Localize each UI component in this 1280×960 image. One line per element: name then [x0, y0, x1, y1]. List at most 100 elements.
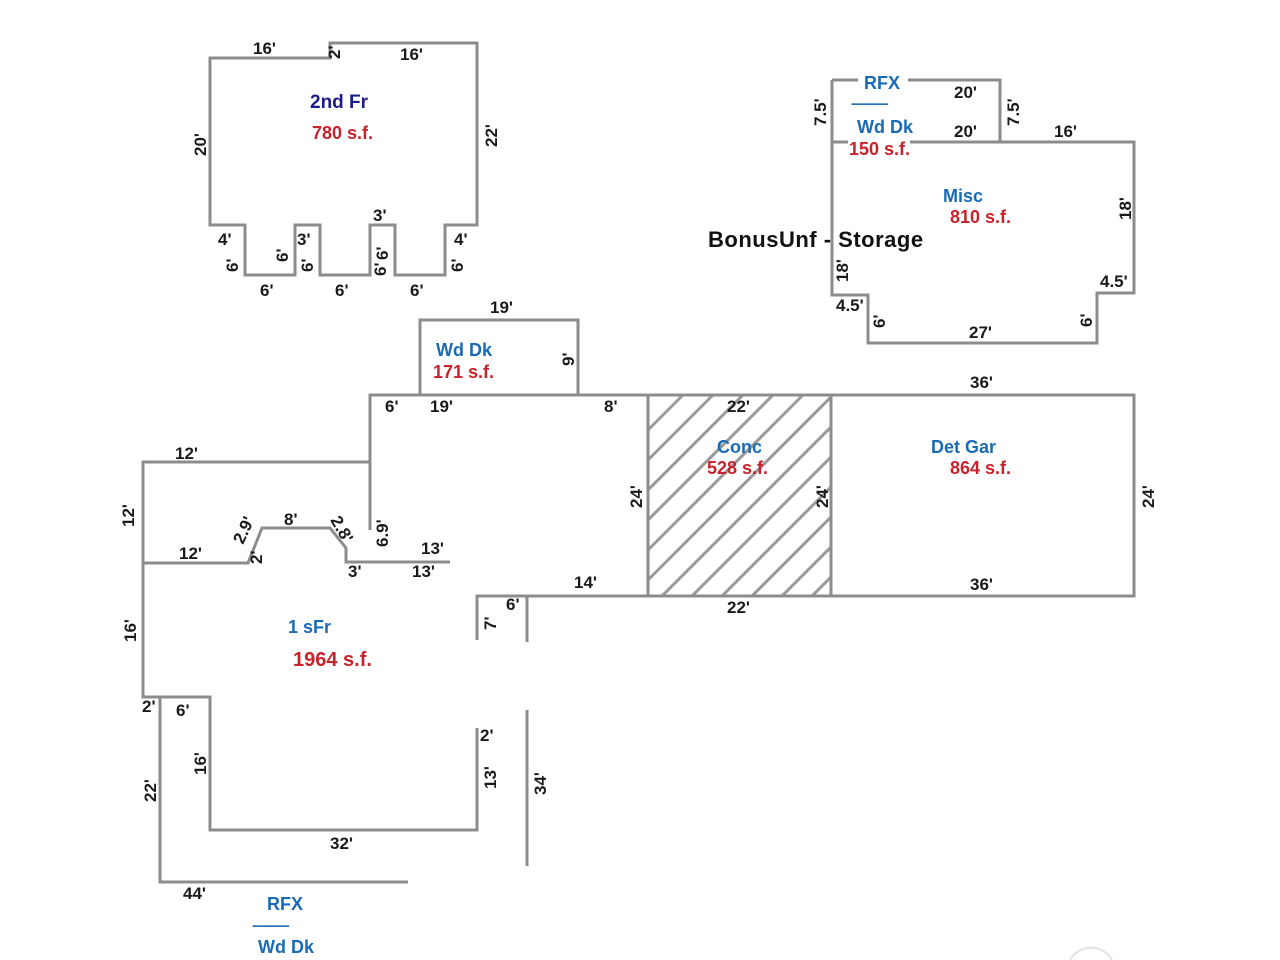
misc-outline: [830, 80, 1136, 345]
concrete-section: Conc 528 s.f. 22' 24' 24' 22': [627, 393, 833, 617]
dim-label: 13': [412, 562, 435, 581]
corner-watermark-arc: [1069, 946, 1113, 960]
dim-label: 3': [373, 206, 387, 225]
dim-label: 4.5': [1100, 272, 1128, 291]
rfx-top-label: RFX: [864, 73, 900, 93]
dim-label: 2.8': [327, 513, 357, 546]
dim-label: 4': [454, 230, 468, 249]
dim-label: 24': [1139, 485, 1158, 508]
dim-label: 7.5': [1004, 98, 1023, 126]
bonus-storage-label: BonusUnf - Storage: [708, 227, 924, 252]
rfx-bottom-label: RFX: [267, 894, 303, 914]
dim-label: 12': [119, 504, 138, 527]
dim-label: 2': [247, 551, 266, 565]
dim-label: 4.5': [836, 296, 864, 315]
dim-label: 18': [833, 259, 852, 282]
misc-area: 810 s.f.: [950, 207, 1011, 227]
dim-label: 3': [297, 230, 311, 249]
dim-label: 6': [260, 281, 274, 300]
dim-label: 14': [574, 573, 597, 592]
dim-label: 24': [627, 485, 646, 508]
dim-label: 2': [325, 46, 344, 60]
det-gar-area: 864 s.f.: [950, 458, 1011, 478]
dim-label: 16': [400, 45, 423, 64]
dim-label: 16': [1054, 122, 1077, 141]
dim-label: 8': [284, 510, 298, 529]
dim-label: 19': [490, 298, 513, 317]
dim-label: 32': [330, 834, 353, 853]
dim-label: 20': [191, 133, 210, 156]
dim-label: 6': [870, 315, 889, 329]
dim-label: 13': [421, 539, 444, 558]
dim-label: 13': [481, 766, 500, 789]
wd-dk-top-label: Wd Dk: [857, 117, 914, 137]
dim-label: 34': [531, 772, 550, 795]
dim-label: 6': [448, 259, 467, 273]
dim-label: 16': [253, 39, 276, 58]
dim-label: 6': [223, 259, 242, 273]
dim-label: 6': [385, 397, 399, 416]
second-floor-name: 2nd Fr: [310, 92, 369, 113]
conc-area: 528 s.f.: [707, 458, 768, 478]
rfx-top-separator: ----------: [851, 95, 889, 111]
first-floor-outline-a: [141, 393, 648, 884]
dim-label: 6': [373, 247, 392, 261]
dim-label: 3': [348, 562, 362, 581]
dim-label: 6': [273, 249, 292, 263]
dim-label: 4': [218, 230, 232, 249]
dim-label: 16': [121, 619, 140, 642]
wd-dk-top-area: 150 s.f.: [849, 139, 910, 159]
second-floor-outline: [208, 41, 479, 277]
rfx-deck-outline: [832, 78, 1002, 142]
first-floor-outline-d: [475, 594, 648, 866]
dim-label: 20': [954, 122, 977, 141]
dim-label: 36': [970, 575, 993, 594]
dim-label: 16': [191, 752, 210, 775]
dim-label: 36': [970, 373, 993, 392]
misc-section: RFX ---------- Wd Dk 150 s.f. 20' 7.5' 7…: [708, 73, 1136, 345]
dim-label: 7': [481, 617, 500, 631]
wood-deck-section: Wd Dk 171 s.f. 19' 9': [418, 298, 580, 395]
dim-label: 8': [604, 397, 618, 416]
detached-garage-section: Det Gar 864 s.f. 36' 24' 36': [831, 373, 1158, 598]
misc-name: Misc: [943, 186, 983, 206]
dim-label: 6': [298, 259, 317, 273]
dim-label: 12': [175, 444, 198, 463]
dim-label: 22': [727, 397, 750, 416]
wd-dk-bottom-label: Wd Dk: [258, 937, 315, 957]
first-floor-section: 1 sFr 1964 s.f. 6' 19' 8' 12' 12' 12' 2.…: [119, 393, 648, 957]
dim-label: 19': [430, 397, 453, 416]
wd-dk-mid-area: 171 s.f.: [433, 362, 494, 382]
dim-label: 22': [727, 598, 750, 617]
dim-label: 6': [335, 281, 349, 300]
second-floor-section: 2nd Fr 780 s.f. 16' 2' 16' 20' 22' 4' 6'…: [191, 39, 501, 300]
dim-label: 6': [1077, 314, 1096, 328]
dim-label: 22': [141, 779, 160, 802]
rfx-bottom-separator: ----------: [252, 917, 290, 933]
dim-label: 44': [183, 884, 206, 903]
wd-dk-mid-name: Wd Dk: [436, 340, 493, 360]
dim-label: 20': [954, 83, 977, 102]
dim-label: 2': [142, 697, 156, 716]
dim-label: 18': [1116, 197, 1135, 220]
dim-label: 2': [480, 726, 494, 745]
dim-label: 2.9': [229, 514, 258, 547]
dim-label: 6': [176, 701, 190, 720]
dim-label: 12': [179, 544, 202, 563]
dim-label: 6': [506, 595, 520, 614]
garage-outline: [831, 393, 1136, 598]
first-floor-area: 1964 s.f.: [293, 649, 372, 671]
dim-label: 6': [410, 281, 424, 300]
concrete-hatch: [648, 395, 831, 595]
dim-label: 27': [969, 323, 992, 342]
dim-label: 6': [371, 263, 390, 277]
dim-label: 24': [813, 485, 832, 508]
first-floor-name: 1 sFr: [288, 617, 331, 637]
dim-label: 22': [482, 124, 501, 147]
dim-label: 6.9': [373, 519, 392, 547]
det-gar-name: Det Gar: [931, 437, 996, 457]
wood-deck-outline: [418, 318, 580, 395]
first-floor-outline-b: [143, 526, 450, 565]
conc-name: Conc: [717, 437, 762, 457]
